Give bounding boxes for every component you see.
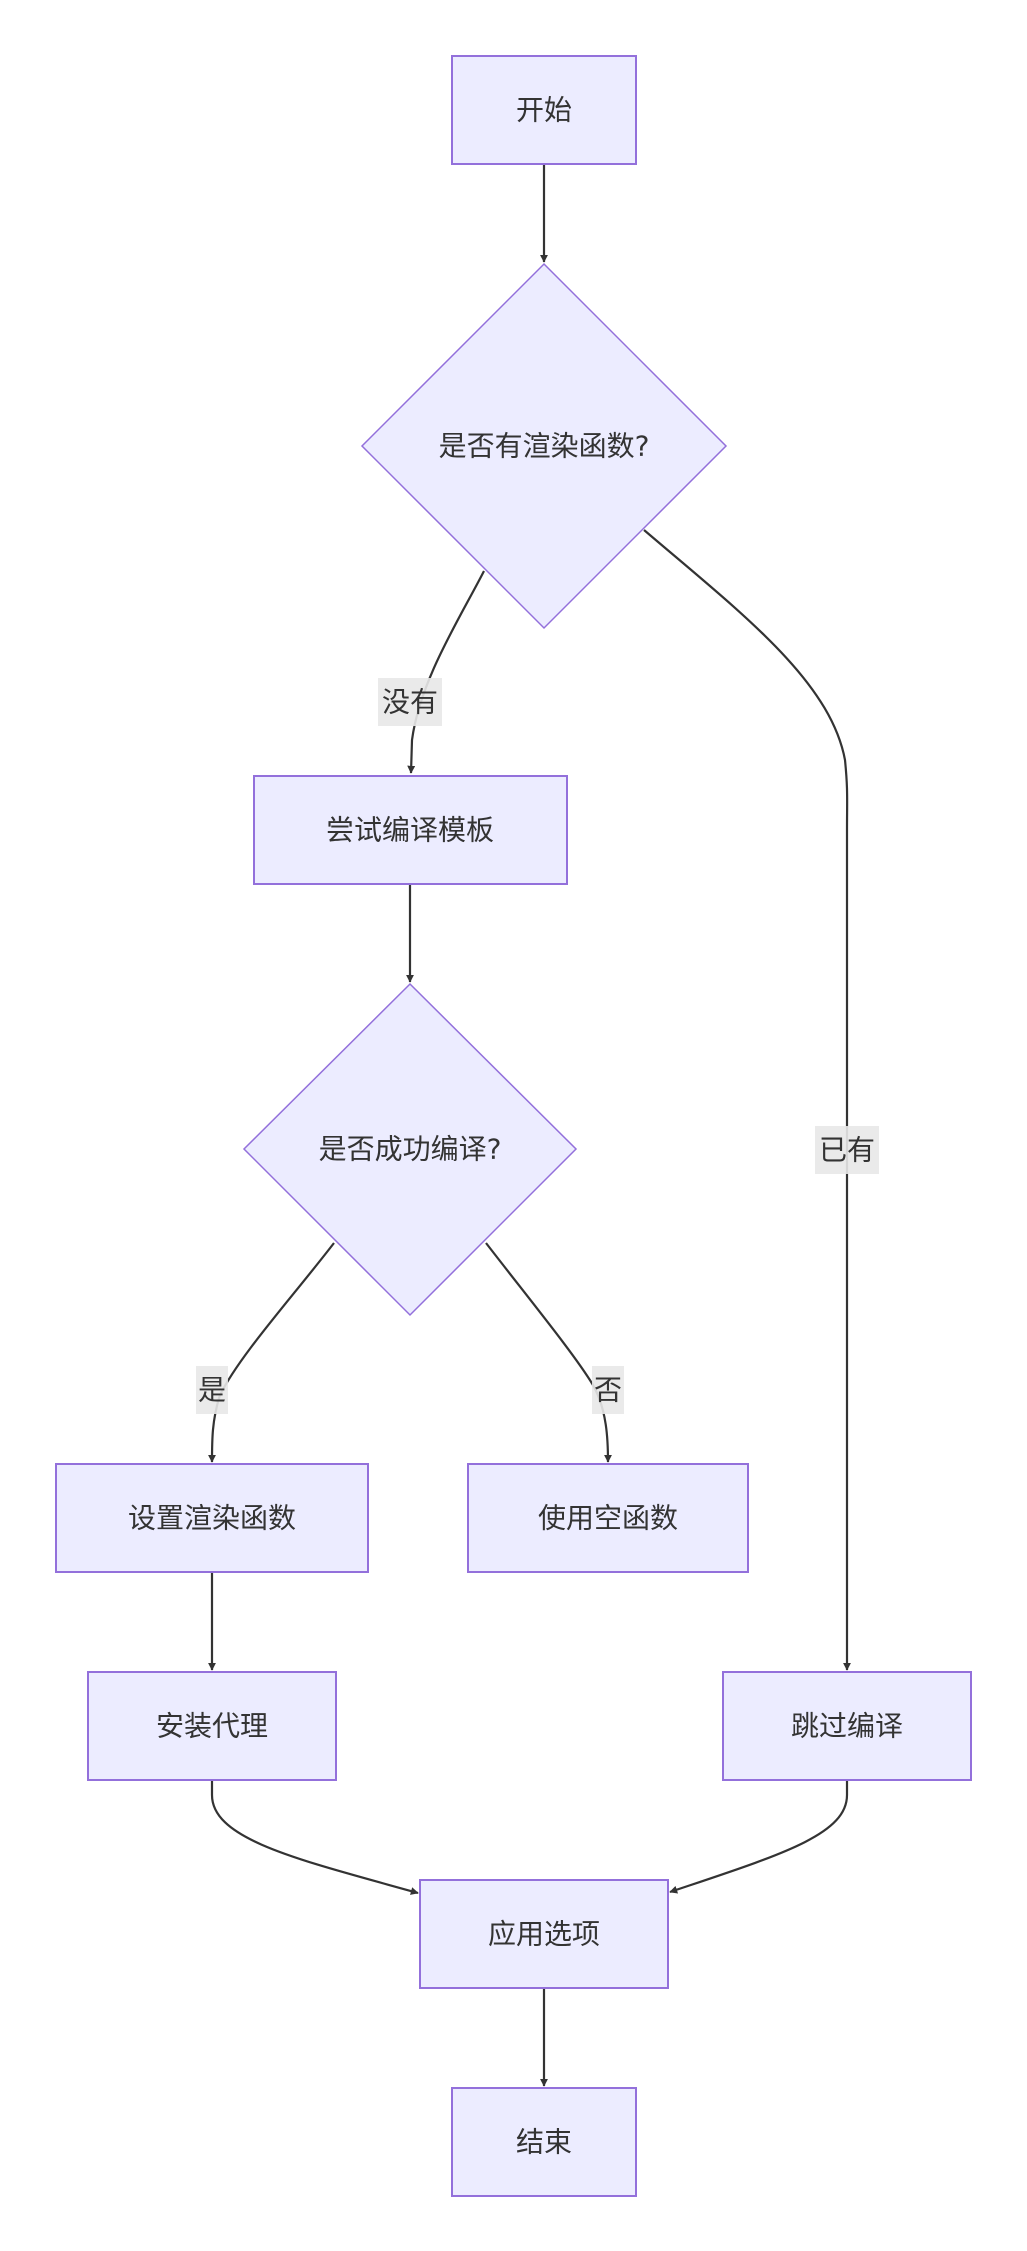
edge-label-text: 已有 [819,1134,875,1167]
node-label: 跳过编译 [791,1710,903,1743]
node-use-empty[interactable]: 使用空函数 [467,1463,749,1573]
nodes-layer: 开始 是否有渲染函数? 尝试编译模板 是否成功编译? 设置渲染函数 使用空函数 … [55,55,972,2197]
edge-skip-compile-to-apply-options [669,1780,849,1894]
edge-label-yes: 是 [196,1366,228,1414]
node-label: 设置渲染函数 [128,1502,296,1535]
node-try-compile[interactable]: 尝试编译模板 [253,775,568,885]
edge-label-no-render: 没有 [378,678,442,726]
edge-label-text: 是 [198,1374,226,1407]
node-end[interactable]: 结束 [451,2087,637,2197]
node-install-proxy[interactable]: 安装代理 [87,1671,337,1781]
node-start[interactable]: 开始 [451,55,637,165]
edge-has-render-to-try-compile [407,570,485,774]
node-label: 使用空函数 [538,1502,678,1535]
edge-label-text: 没有 [382,686,438,719]
node-has-render-decision[interactable]: 是否有渲染函数? [360,262,728,630]
edge-label-has-render: 已有 [815,1126,879,1174]
node-compile-ok-decision[interactable]: 是否成功编译? [242,982,578,1317]
edge-label-text: 否 [594,1374,622,1407]
edge-compile-ok-to-set-render [208,1242,335,1463]
edge-labels-layer: 没有 已有 是 否 [196,678,879,1414]
node-label: 安装代理 [156,1710,268,1743]
node-skip-compile[interactable]: 跳过编译 [722,1671,972,1781]
node-label: 尝试编译模板 [326,814,494,847]
node-label: 开始 [516,94,572,127]
node-label: 结束 [516,2126,572,2159]
edge-install-proxy-to-apply-options [210,1780,419,1895]
node-apply-options[interactable]: 应用选项 [419,1879,669,1989]
edge-has-render-to-skip-compile [643,529,851,1671]
node-label: 应用选项 [488,1918,600,1951]
node-label: 是否成功编译? [319,1133,502,1166]
node-set-render[interactable]: 设置渲染函数 [55,1463,369,1573]
edge-compile-ok-to-use-empty [485,1242,612,1463]
edge-label-no: 否 [592,1366,624,1414]
node-label: 是否有渲染函数? [439,430,650,463]
